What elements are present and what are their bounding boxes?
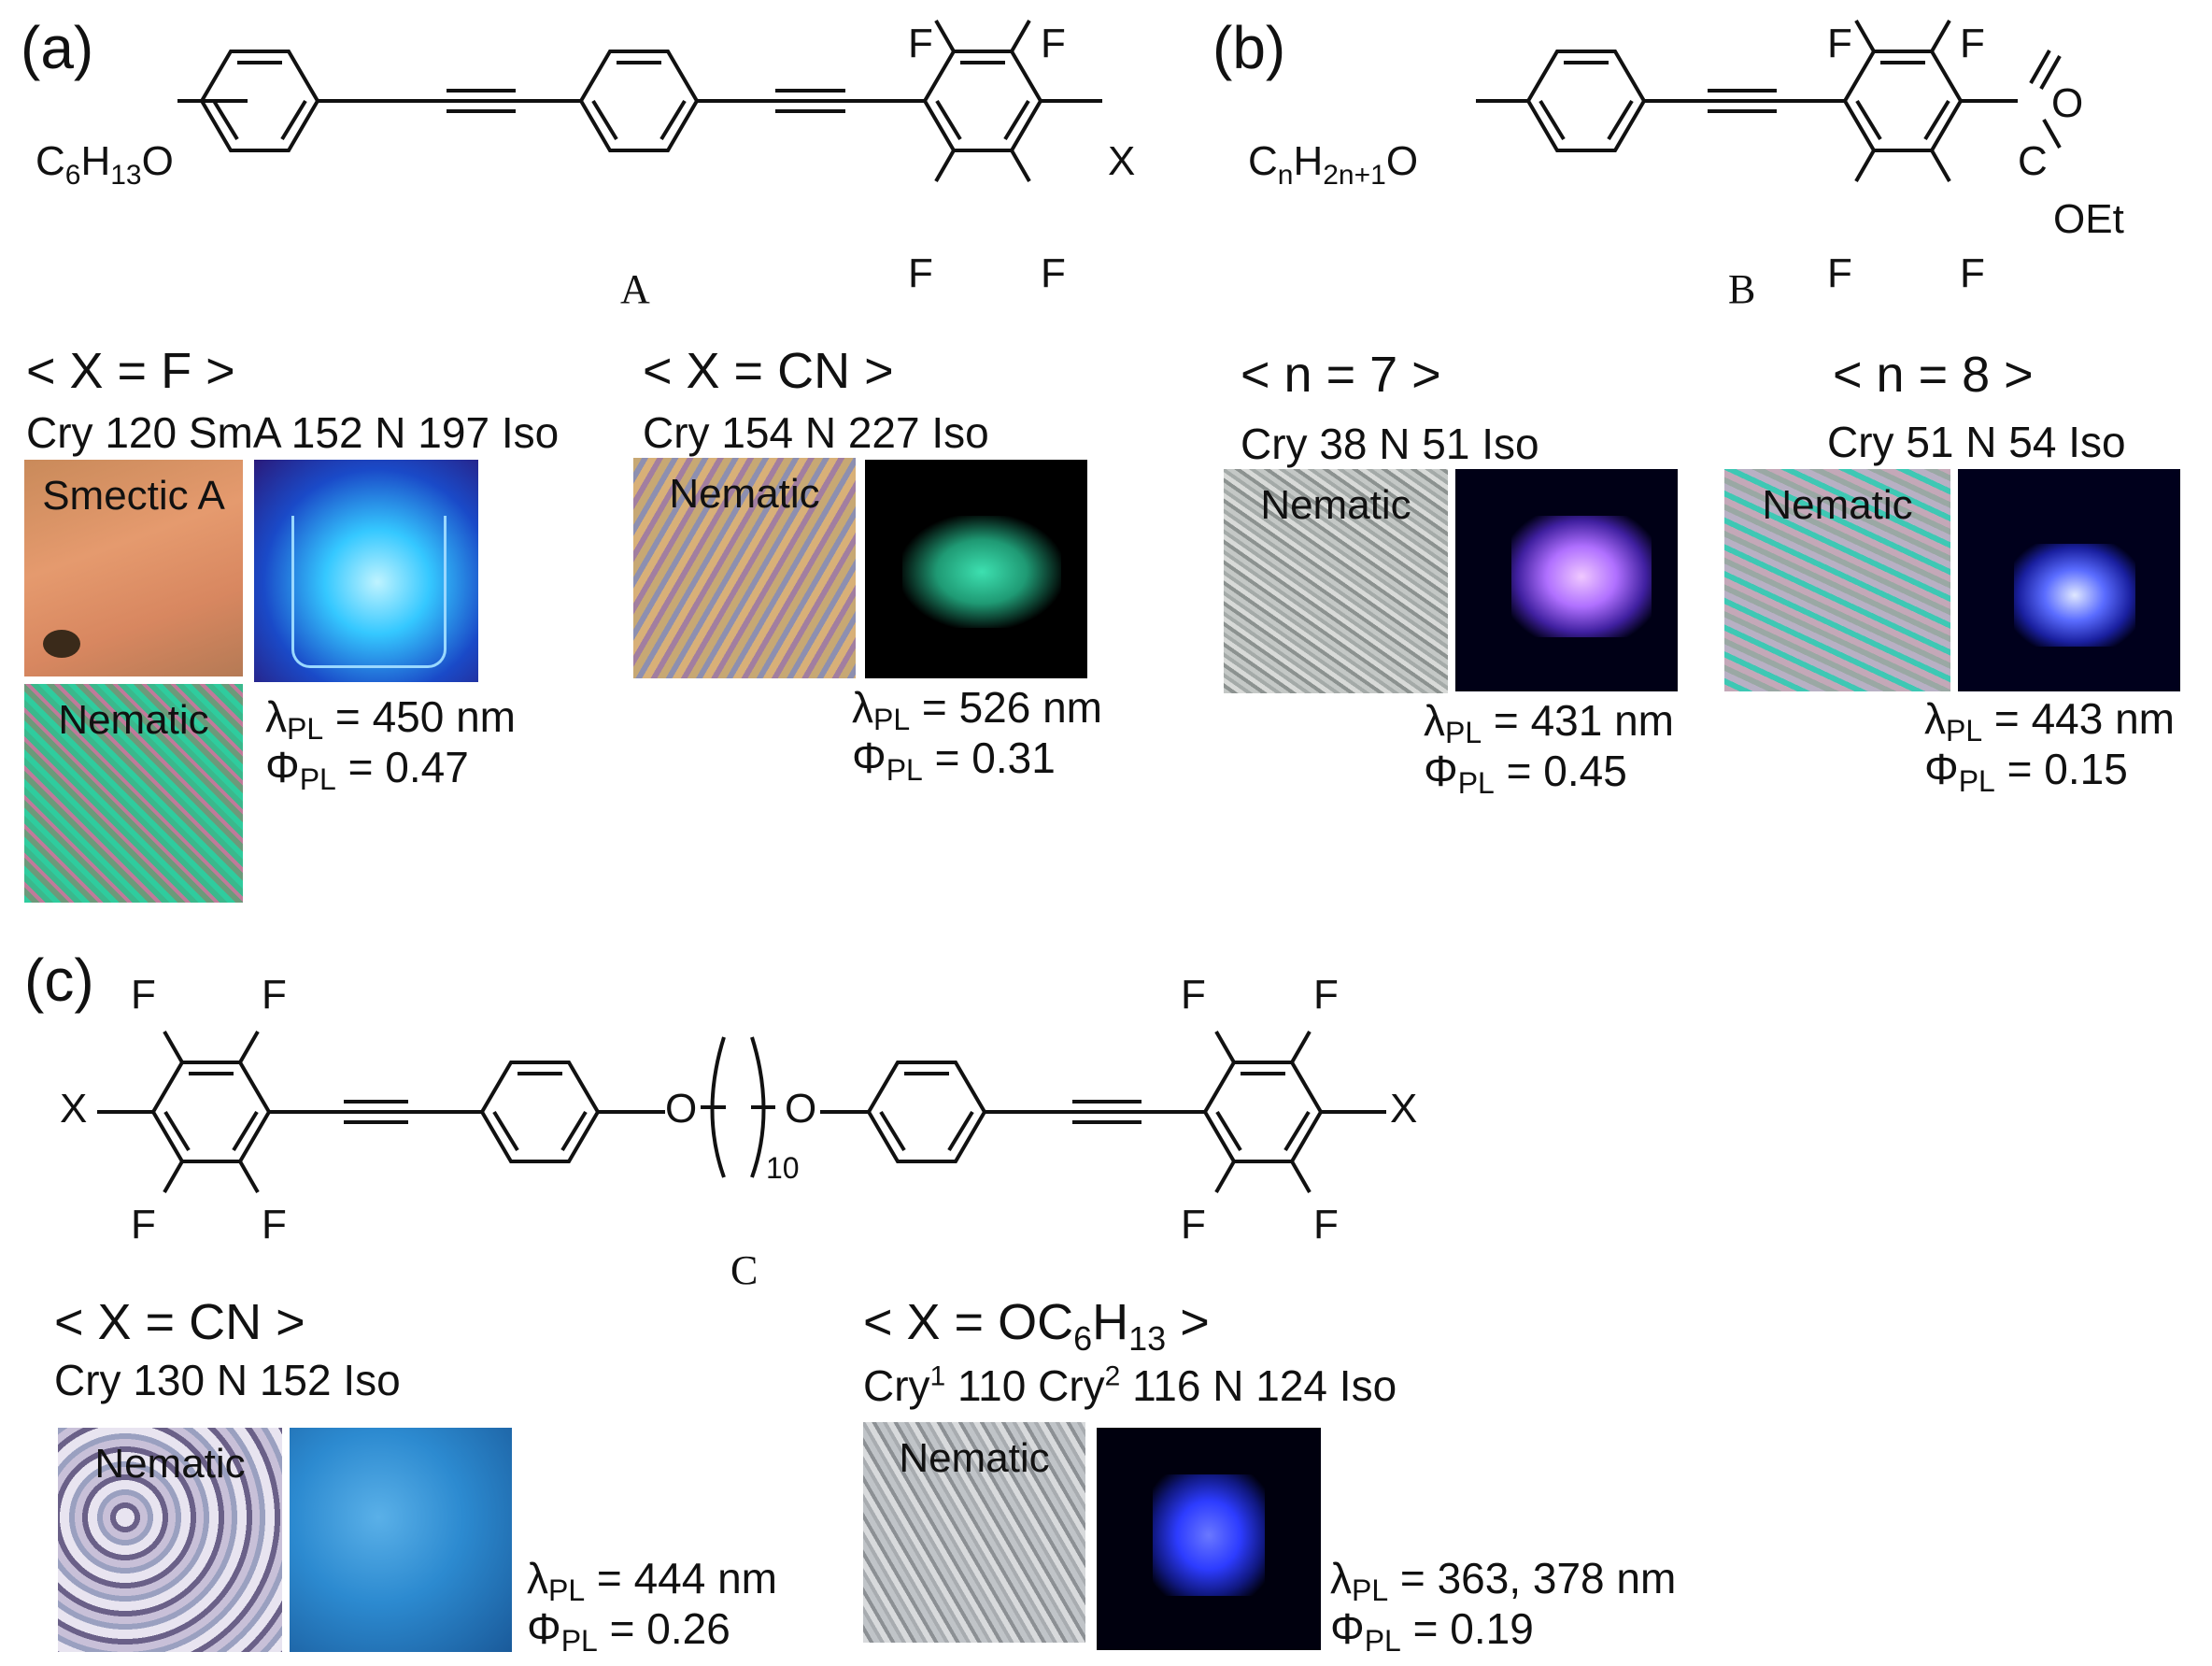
vial-emission-photo [254, 460, 478, 682]
tetrafluorobenzene-ring [150, 1061, 272, 1163]
fluorine-atom: F [1041, 21, 1066, 66]
benzene-ring [1525, 50, 1647, 152]
molecule-a-bonds [177, 20, 1102, 182]
ether-oxygen: O [785, 1086, 817, 1132]
emission-wavelength: λPL = 444 nm [527, 1554, 777, 1607]
microscope-photo-smectic-a: Smectic A [24, 460, 243, 676]
fluorine-atom: F [1181, 972, 1206, 1018]
emission-wavelength: λPL = 526 nm [852, 683, 1102, 736]
quantum-yield: ΦPL = 0.26 [527, 1604, 730, 1658]
vial-outline [291, 516, 447, 668]
spacer-count: 10 [766, 1151, 800, 1185]
benzene-ring [479, 1061, 601, 1163]
case-heading: < X = OC6H13 > [863, 1294, 1210, 1358]
photo-caption: Nematic [94, 1441, 246, 1487]
fluorine-atom: F [1181, 1202, 1206, 1247]
alkoxy-chain-label: CnH2n+1O [1248, 138, 1419, 191]
case-heading: < X = CN > [643, 343, 894, 399]
fluorine-atom: F [1827, 21, 1852, 66]
emission-photo-deep-blue [1097, 1428, 1321, 1650]
microscope-photo-nematic: Nematic [1724, 469, 1950, 691]
benzene-ring [578, 50, 700, 152]
carbonyl-carbon: C [2018, 138, 2048, 184]
quantum-yield: ΦPL = 0.45 [1424, 747, 1627, 800]
photo-caption: Nematic [1260, 482, 1411, 528]
tetrafluorobenzene-ring [1842, 50, 1964, 152]
microscope-photo-nematic: Nematic [633, 458, 856, 678]
fluorine-atom: F [908, 21, 933, 66]
tetrafluorobenzene-ring [922, 50, 1043, 152]
carbonyl-oxygen: O [2051, 80, 2084, 126]
fluorine-atom: F [131, 972, 156, 1018]
deep-blue-emission-glow [1153, 1474, 1265, 1596]
ethoxy-group: OEt [2053, 196, 2124, 242]
panel-label-b: (b) [1212, 14, 1286, 81]
tetrafluorobenzene-ring [1202, 1061, 1324, 1163]
photo-caption: Nematic [1762, 482, 1913, 528]
microscope-photo-nematic: Nematic [24, 684, 243, 903]
substituent-x: X [60, 1086, 88, 1132]
fluorine-atom: F [262, 1202, 287, 1247]
compound-label-a: A [620, 266, 650, 312]
molecule-b-bonds [1476, 20, 2062, 182]
fluorine-atom: F [1960, 250, 1985, 296]
emission-wavelength: λPL = 450 nm [265, 692, 516, 746]
fluorine-atom: F [1960, 21, 1985, 66]
phase-sequence: Cry 51 N 54 Iso [1827, 418, 2126, 466]
substituent-x: X [1108, 138, 1136, 184]
emission-wavelength: λPL = 363, 378 nm [1330, 1554, 1677, 1607]
substituent-x: X [1390, 1086, 1418, 1132]
ether-oxygen: O [665, 1086, 698, 1132]
photo-caption: Nematic [58, 697, 209, 743]
compound-label-c: C [730, 1247, 759, 1293]
fluorine-atom: F [262, 972, 287, 1018]
panel-label-c: (c) [24, 947, 94, 1014]
photo-caption: Nematic [669, 471, 820, 517]
compound-label-b: B [1728, 266, 1756, 312]
photo-caption: Smectic A [42, 473, 225, 519]
case-heading: < X = CN > [54, 1294, 305, 1350]
emission-wavelength: λPL = 443 nm [1924, 694, 2175, 748]
microscope-photo-nematic: Nematic [1224, 469, 1448, 693]
green-emission-glow [902, 516, 1061, 628]
violet-emission-glow [1511, 516, 1652, 637]
microscope-photo-nematic: Nematic [863, 1422, 1085, 1643]
molecule-c-bonds [97, 1031, 1386, 1193]
fluorine-atom: F [1313, 972, 1339, 1018]
case-heading: < n = 7 > [1241, 347, 1441, 403]
quantum-yield: ΦPL = 0.47 [265, 743, 469, 796]
fluorine-atom: F [1041, 250, 1066, 296]
quantum-yield: ΦPL = 0.15 [1924, 745, 2128, 798]
quantum-yield: ΦPL = 0.19 [1330, 1604, 1534, 1658]
panel-label-a: (a) [21, 14, 94, 81]
fluorine-atom: F [1827, 250, 1852, 296]
phase-sequence: Cry 130 N 152 Iso [54, 1356, 401, 1404]
fluorine-atom: F [1313, 1202, 1339, 1247]
emission-photo-sky-blue [290, 1428, 512, 1652]
fluorine-atom: F [131, 1202, 156, 1247]
quantum-yield: ΦPL = 0.31 [852, 733, 1056, 787]
case-heading: < n = 8 > [1833, 347, 2034, 403]
microscope-photo-nematic: Nematic [58, 1428, 282, 1652]
blue-emission-glow [2014, 544, 2135, 647]
benzene-ring [866, 1061, 987, 1163]
alkoxy-chain-label: C6H13O [35, 138, 174, 191]
case-heading: < X = F > [26, 343, 235, 399]
fluorine-atom: F [908, 250, 933, 296]
emission-wavelength: λPL = 431 nm [1424, 696, 1674, 749]
photo-caption: Nematic [899, 1435, 1050, 1481]
emission-photo-violet [1455, 469, 1678, 691]
defect-spot [43, 630, 80, 658]
phase-sequence: Cry 38 N 51 Iso [1241, 420, 1539, 468]
phase-sequence: Cry 154 N 227 Iso [643, 408, 989, 457]
phase-sequence: Cry1 110 Cry2 116 N 124 Iso [863, 1360, 1397, 1410]
emission-photo-green [865, 460, 1087, 678]
phase-sequence: Cry 120 SmA 152 N 197 Iso [26, 408, 560, 457]
emission-photo-blue [1958, 469, 2180, 691]
